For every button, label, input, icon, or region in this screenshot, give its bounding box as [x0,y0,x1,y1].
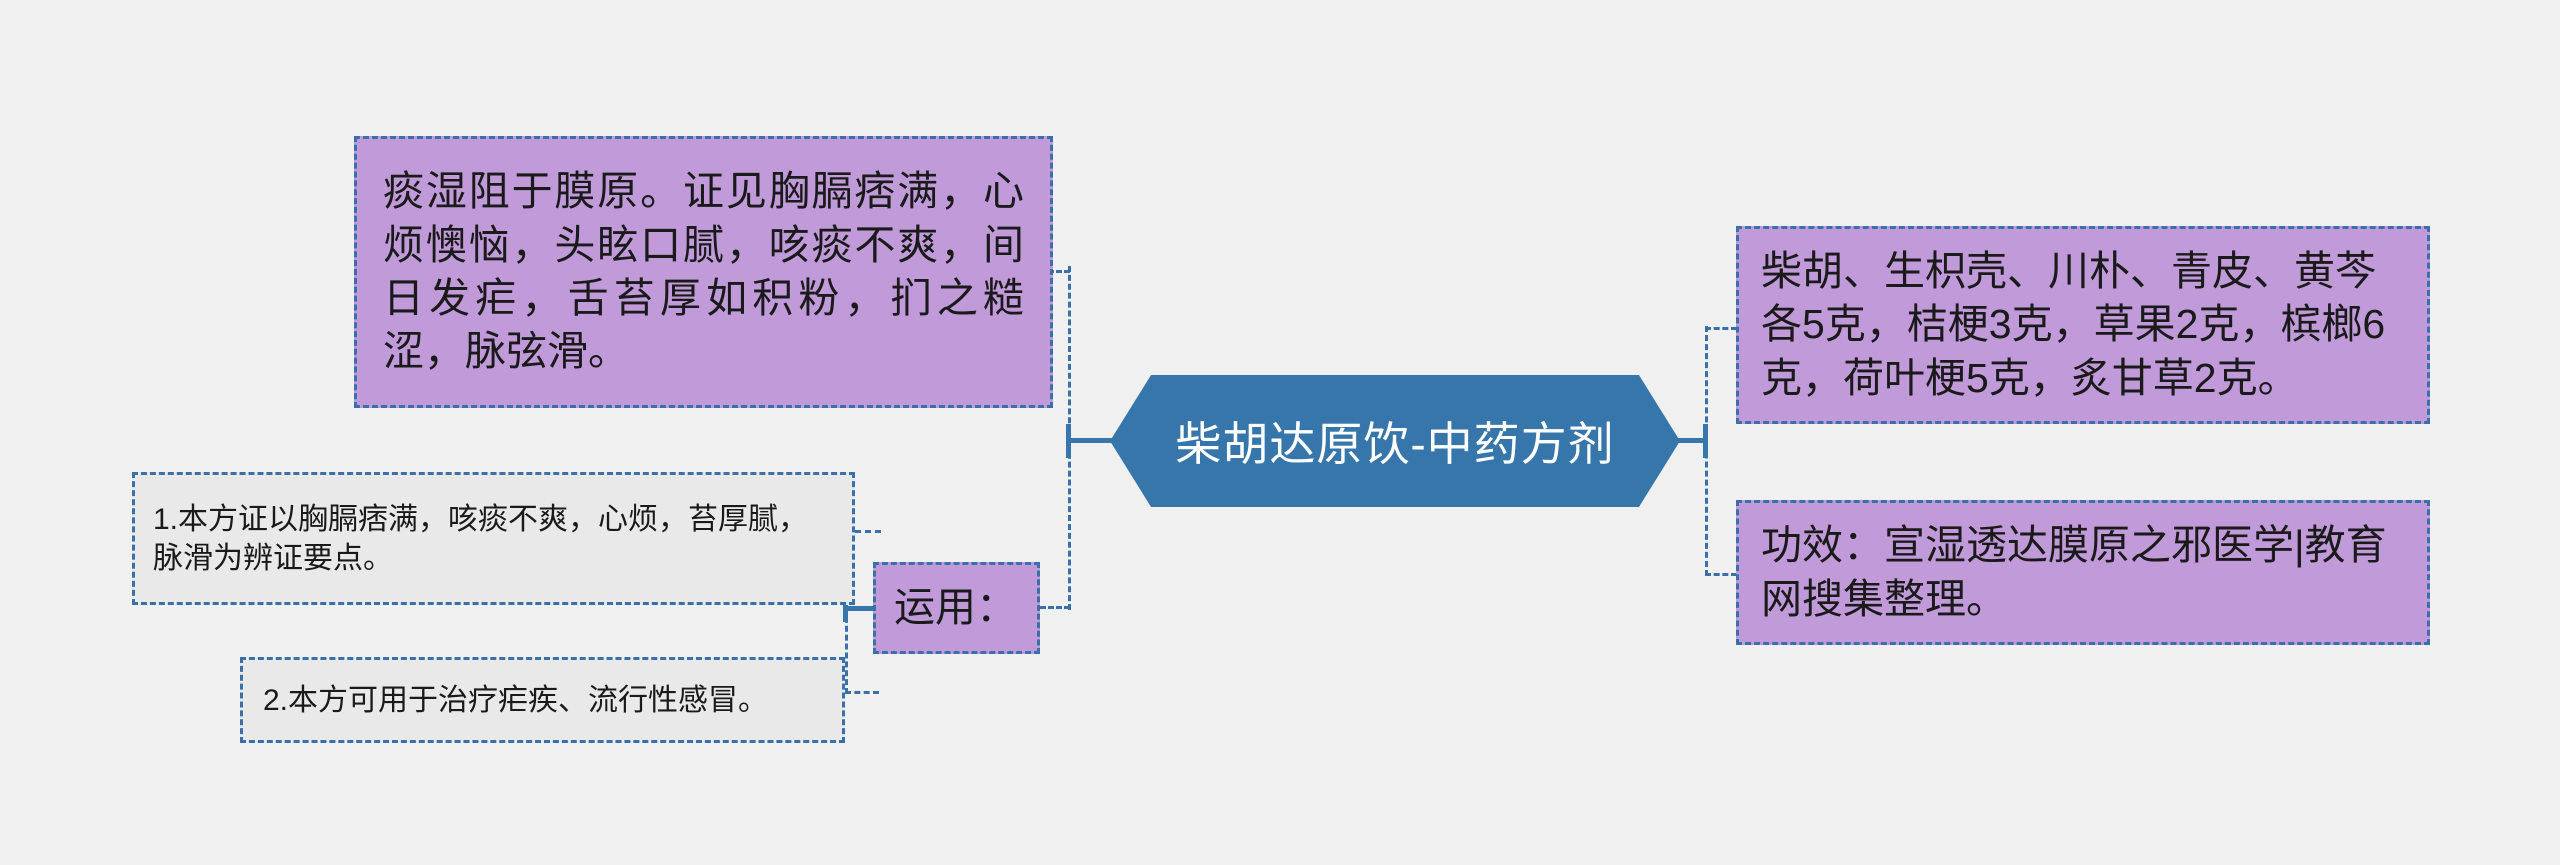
node-ingredients-text: 柴胡、生枳壳、川朴、青皮、黄芩各5克，桔梗3克，草果2克，槟榔6克，荷叶梗5克，… [1761,248,2386,401]
node-effect[interactable]: 功效：宣湿透达膜原之邪医学|教育网搜集整理。 [1736,500,2430,645]
node-ingredients[interactable]: 柴胡、生枳壳、川朴、青皮、黄芩各5克，桔梗3克，草果2克，槟榔6克，荷叶梗5克，… [1736,226,2430,424]
node-syndrome-text: 痰湿阻于膜原。证见胸膈痞满，心烦懊恼，头眩口腻，咳痰不爽，间日发疟，舌苔厚如积粉… [383,168,1024,375]
connector-left-to-center [1068,438,1116,443]
node-application-label: 运用： [894,584,1017,631]
node-syndrome[interactable]: 痰湿阻于膜原。证见胸膈痞满，心烦懊恼，头眩口腻，咳痰不爽，间日发疟，舌苔厚如积粉… [354,136,1053,408]
center-topic-title: 柴胡达原饮-中药方剂 [1175,418,1615,470]
connector-application-link [845,606,875,611]
connector-stub-application [1040,606,1070,609]
connector-stub-point1 [855,530,881,533]
connector-stub-point2 [845,691,879,694]
node-center-topic[interactable]: 柴胡达原饮-中药方剂 [1110,375,1680,507]
connector-stub-syndrome [1040,270,1070,273]
connector-right-to-center [1672,438,1708,443]
connector-stub-ingredients [1705,327,1737,330]
node-point1-text: 1.本方证以胸膈痞满，咳痰不爽，心烦，苔厚腻，脉滑为辨证要点。 [153,502,809,575]
node-point2-text: 2.本方可用于治疗疟疾、流行性感冒。 [263,683,769,717]
node-effect-text: 功效：宣湿透达膜原之邪医学|教育网搜集整理。 [1761,522,2387,622]
node-application[interactable]: 运用： [873,562,1040,654]
connector-stub-effect [1705,573,1737,576]
node-application-point-1[interactable]: 1.本方证以胸膈痞满，咳痰不爽，心烦，苔厚腻，脉滑为辨证要点。 [132,472,855,605]
node-application-point-2[interactable]: 2.本方可用于治疗疟疾、流行性感冒。 [240,657,845,743]
